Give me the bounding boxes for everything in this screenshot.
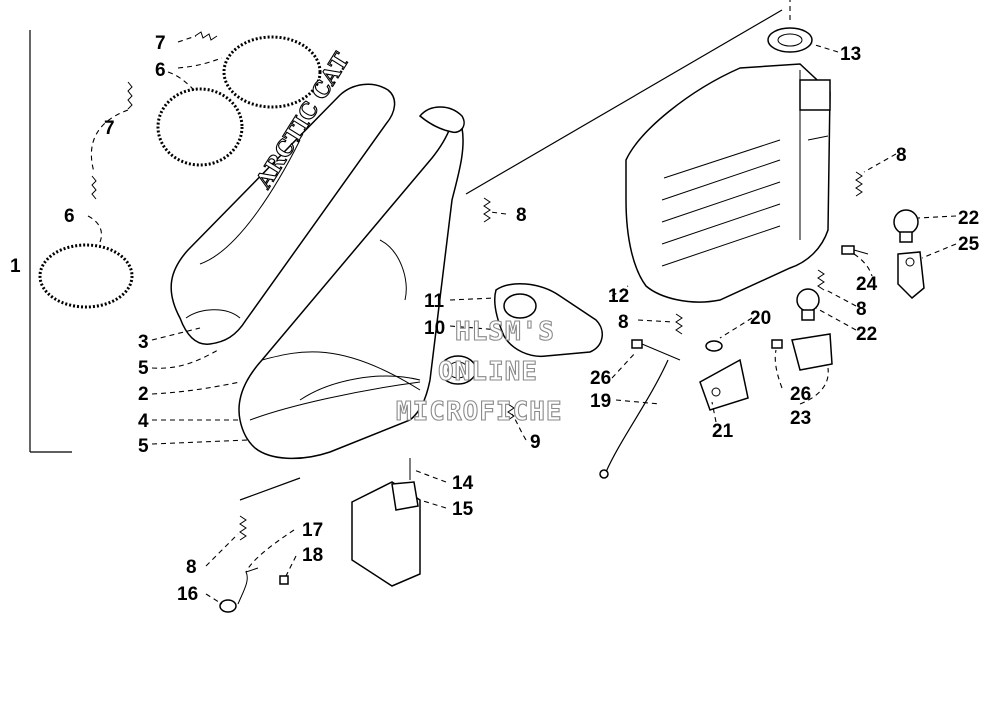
callout-12: 12 xyxy=(608,286,629,307)
callout-22-upper: 22 xyxy=(958,208,979,229)
callout-7-upper: 7 xyxy=(155,33,166,54)
callout-24: 24 xyxy=(856,274,878,295)
callout-22-lower: 22 xyxy=(856,324,877,345)
callout-25: 25 xyxy=(958,234,980,255)
spring-8-right xyxy=(239,171,863,541)
grommet xyxy=(767,0,813,53)
callout-3: 3 xyxy=(138,332,149,353)
assembly-line xyxy=(465,9,783,195)
callout-10: 10 xyxy=(424,318,445,339)
callout-19: 19 xyxy=(590,391,611,412)
washer xyxy=(705,340,723,352)
watermark: HLSM'S ONLINE MICROFICHE xyxy=(395,316,563,427)
spring-7-upper xyxy=(194,31,218,41)
callout-5-upper: 5 xyxy=(138,358,149,379)
callout-13: 13 xyxy=(840,44,861,65)
bolt-26 xyxy=(631,339,783,361)
callout-8-right: 8 xyxy=(856,299,867,320)
callout-14: 14 xyxy=(452,473,474,494)
callout-11: 11 xyxy=(424,291,445,312)
callout-6-lower: 6 xyxy=(64,206,75,227)
callout-26-right: 26 xyxy=(790,384,811,405)
rubber-mount xyxy=(796,209,919,321)
spring-8-pipe xyxy=(483,197,491,223)
callout-2: 2 xyxy=(138,384,149,405)
callout-20: 20 xyxy=(750,308,771,329)
callout-6-upper: 6 xyxy=(155,60,166,81)
watermark-line-3: MICROFICHE xyxy=(396,397,563,427)
lower-mount-bracket xyxy=(351,458,421,587)
silencer-box xyxy=(625,63,831,303)
callout-18: 18 xyxy=(302,545,323,566)
callout-8-center: 8 xyxy=(618,312,629,333)
callout-26-left: 26 xyxy=(590,368,611,389)
callout-15: 15 xyxy=(452,499,474,520)
callout-17: 17 xyxy=(302,520,323,541)
clip-assembly xyxy=(219,567,289,613)
callout-1: 1 xyxy=(10,256,21,277)
group-bracket-1 xyxy=(29,30,72,453)
exhaust-manifold-flange xyxy=(439,283,603,385)
spring-clamp-ring-upper xyxy=(156,35,322,167)
callout-21: 21 xyxy=(712,421,734,442)
bolt-24 xyxy=(841,245,869,255)
leader-lines xyxy=(87,35,957,605)
mount-bracket-21 xyxy=(699,358,749,411)
callout-23: 23 xyxy=(790,408,811,429)
callout-4: 4 xyxy=(138,411,149,432)
callout-5-lower: 5 xyxy=(138,436,149,457)
mount-bracket-25 xyxy=(897,251,925,300)
callout-8-lower: 8 xyxy=(186,557,197,578)
callout-9: 9 xyxy=(530,432,541,453)
exhaust-pipe xyxy=(238,106,465,460)
callout-7-left: 7 xyxy=(104,118,115,139)
callout-8-upper-right: 8 xyxy=(896,145,907,166)
spring-7-left xyxy=(90,81,133,200)
mount-bracket-23 xyxy=(791,333,833,371)
watermark-line-2: ONLINE xyxy=(438,357,538,387)
callout-labels: 1 2 3 4 5 5 6 6 7 7 8 8 8 8 8 9 10 11 12… xyxy=(10,33,980,605)
watermark-line-1: HLSM'S xyxy=(455,317,555,347)
callout-16: 16 xyxy=(177,584,198,605)
spring-clamp-ring-lower xyxy=(38,243,134,309)
ground-cable xyxy=(599,359,669,479)
callout-8-pipe: 8 xyxy=(516,205,527,226)
